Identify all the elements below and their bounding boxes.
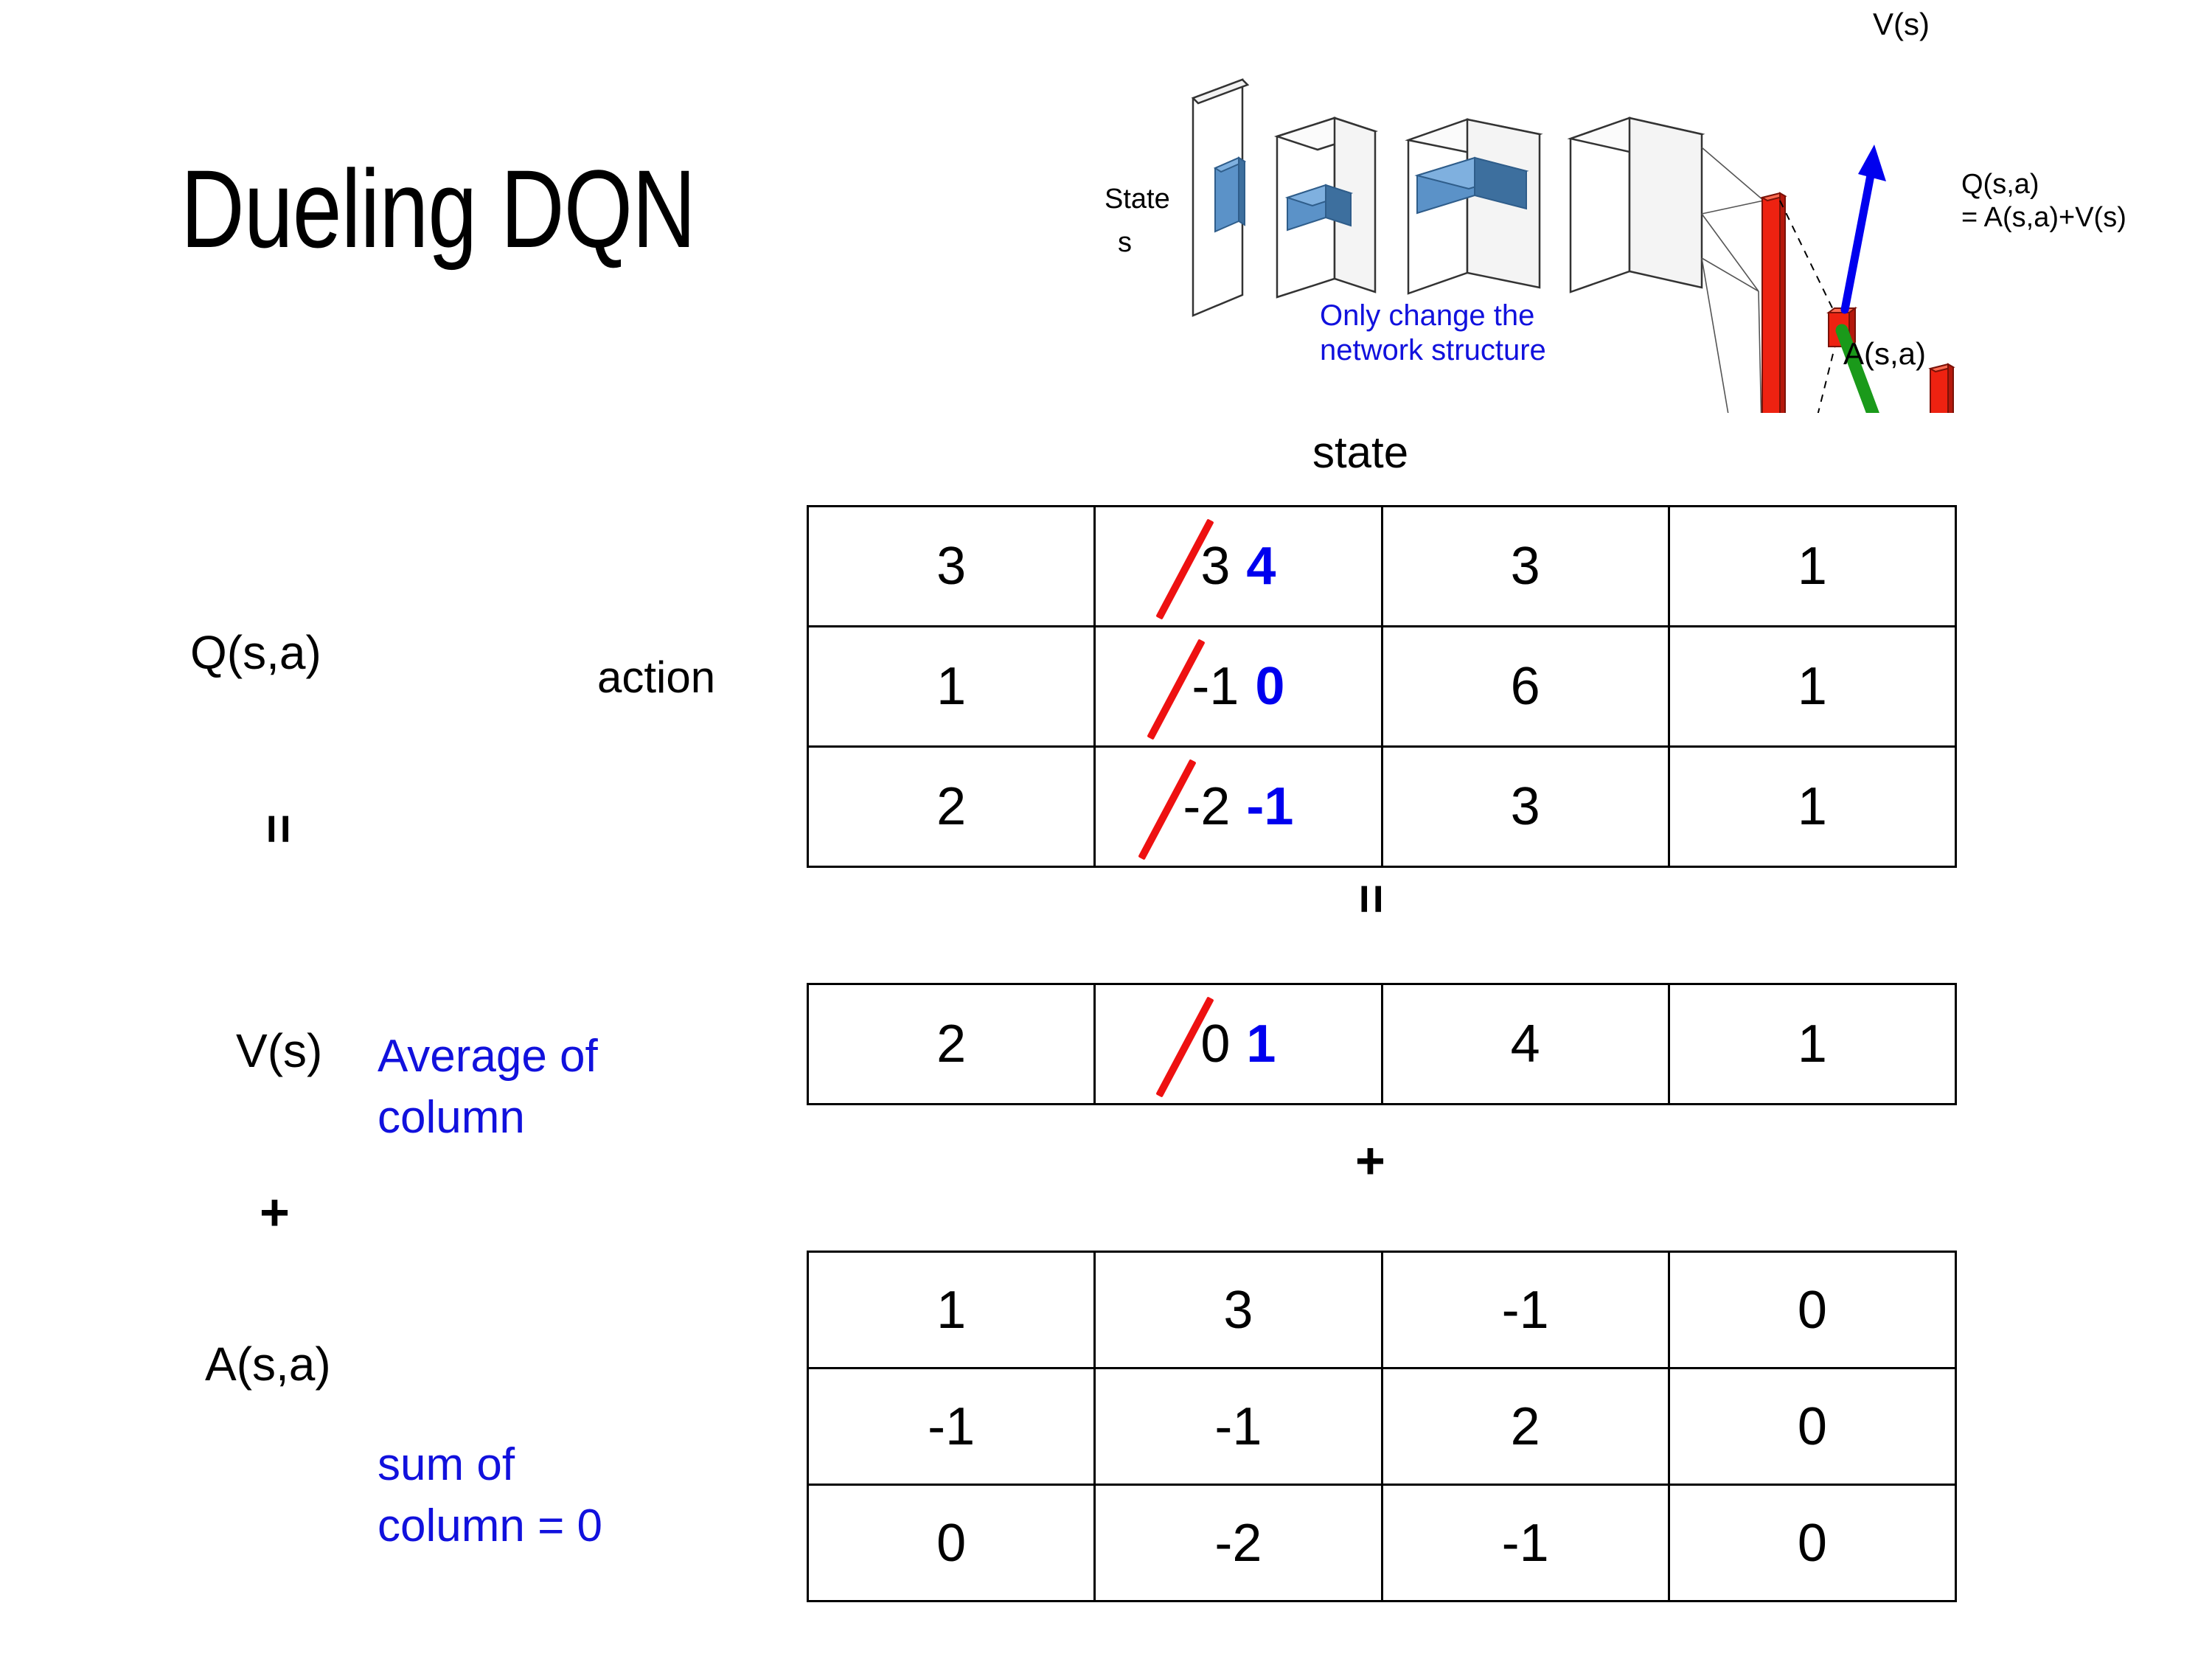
state-axis-header: state: [1312, 428, 1409, 477]
a-cell-r0c3[interactable]: 0: [1667, 1251, 1958, 1369]
conv-block-3-icon: [1567, 116, 1705, 293]
table-row: 1 3 -1 0: [806, 1251, 1958, 1369]
dueling-network-diagram: [1091, 0, 2212, 413]
input-receptive-field-icon: [1213, 156, 1247, 233]
q-cell-r1c3[interactable]: 1: [1667, 625, 1958, 748]
merge-lines-icon: [1835, 324, 1879, 413]
q-cell-r1c2[interactable]: 6: [1380, 625, 1670, 748]
a-row-label: A(s,a): [205, 1338, 331, 1391]
a-cell-r1c0[interactable]: -1: [806, 1367, 1096, 1486]
average-of-column-annotation: Average of column: [378, 1031, 598, 1144]
q-cell-r2c0[interactable]: 2: [806, 745, 1096, 868]
table-row: 1 -1 0 6 1: [806, 625, 1958, 748]
sum-annotation-line2: column = 0: [378, 1500, 603, 1552]
q-cell-r2c2[interactable]: 3: [1380, 745, 1670, 868]
v-stream-output-label: V(s): [1873, 7, 1930, 41]
q-cell-r1c1-edited[interactable]: -1 0: [1093, 625, 1383, 748]
action-axis-label: action: [597, 653, 716, 702]
table-row: 0 -2 -1 0: [806, 1484, 1958, 1602]
v-cell-c0[interactable]: 2: [806, 983, 1096, 1105]
q-output-label-line1: Q(s,a): [1961, 169, 2039, 200]
sum-of-column-annotation: sum of column = 0: [378, 1439, 602, 1552]
value-aggregation-dashed-lines: [1779, 200, 1838, 413]
q-cell-r0c3[interactable]: 1: [1667, 505, 1958, 627]
a-cell-r0c0[interactable]: 1: [806, 1251, 1096, 1369]
struck-value-wrapper: -1 0: [1192, 656, 1284, 717]
q-cell-r0c1-new-value: 4: [1246, 537, 1276, 596]
average-annotation-line2: column: [378, 1092, 525, 1144]
a-cell-r2c2[interactable]: -1: [1380, 1484, 1670, 1602]
v-row-label: V(s): [236, 1024, 323, 1077]
network-structure-note: Only change the network structure: [1320, 299, 1546, 368]
stream-connector-lines: [1701, 147, 1764, 413]
equals-left-glyph: =: [250, 813, 308, 844]
v-cell-c1-new-value: 1: [1246, 1015, 1276, 1074]
table-row: -1 -1 2 0: [806, 1367, 1958, 1486]
q-cell-r1c0[interactable]: 1: [806, 625, 1096, 748]
page-title: Dueling DQN: [181, 147, 696, 271]
sum-annotation-line1: sum of: [378, 1439, 515, 1490]
q-output-bar-icon: [1928, 363, 1955, 413]
q-cell-r1c1-old-value: -1: [1192, 657, 1239, 716]
q-output-label-line2: = A(s,a)+V(s): [1961, 201, 2126, 233]
advantage-table: 1 3 -1 0 -1 -1 2 0 0 -2 -1 0: [806, 1251, 1958, 1602]
q-cell-r0c1-old-value: 3: [1200, 537, 1231, 596]
a-stream-output-label: A(s,a): [1843, 336, 1927, 371]
note-line2: network structure: [1320, 334, 1546, 367]
v-value-table: 2 0 1 4 1: [806, 983, 1958, 1105]
a-cell-r2c1[interactable]: -2: [1093, 1484, 1383, 1602]
equals-mid-glyph: =: [1343, 883, 1401, 914]
q-cell-r0c2[interactable]: 3: [1380, 505, 1670, 627]
table-row: 2 0 1 4 1: [806, 983, 1958, 1105]
state-label-line1: State: [1105, 184, 1170, 215]
q-cell-r2c1-edited[interactable]: -2 -1: [1093, 745, 1383, 868]
state-input-label: State s: [1105, 183, 1170, 260]
a-cell-r0c1[interactable]: 3: [1093, 1251, 1383, 1369]
equals-left-q-v: =: [251, 800, 308, 858]
average-annotation-line1: Average of: [378, 1031, 598, 1082]
q-row-label: Q(s,a): [190, 626, 321, 679]
q-cell-r1c1-new-value: 0: [1255, 657, 1285, 716]
struck-value-wrapper: 0 1: [1200, 1014, 1276, 1074]
a-cell-r1c1[interactable]: -1: [1093, 1367, 1383, 1486]
a-cell-r1c3[interactable]: 0: [1667, 1367, 1958, 1486]
a-cell-r2c0[interactable]: 0: [806, 1484, 1096, 1602]
struck-value-wrapper: -2 -1: [1183, 776, 1293, 837]
v-cell-c1-old-value: 0: [1200, 1015, 1231, 1074]
value-stream-bar-icon: [1760, 192, 1787, 413]
q-cell-r2c3[interactable]: 1: [1667, 745, 1958, 868]
v-cell-c1-edited[interactable]: 0 1: [1093, 983, 1383, 1105]
a-cell-r0c2[interactable]: -1: [1380, 1251, 1670, 1369]
network-diagram-svg: [1191, 78, 1955, 413]
table-row: 3 3 4 3 1: [806, 505, 1958, 627]
plus-between-v-and-a: +: [1355, 1132, 1385, 1189]
plus-left-v-a: +: [260, 1183, 290, 1241]
a-cell-r2c3[interactable]: 0: [1667, 1484, 1958, 1602]
q-cell-r0c1-edited[interactable]: 3 4: [1093, 505, 1383, 627]
conv-2-feature-map-icon: [1414, 156, 1529, 215]
q-cell-r0c0[interactable]: 3: [806, 505, 1096, 627]
struck-value-wrapper: 3 4: [1200, 536, 1276, 597]
q-output-label: Q(s,a) = A(s,a)+V(s): [1961, 168, 2126, 234]
a-cell-r1c2[interactable]: 2: [1380, 1367, 1670, 1486]
value-output-arrow-icon: [1840, 145, 1886, 314]
q-value-table: 3 3 4 3 1 1 -1 0 6: [806, 505, 1958, 868]
table-row: 2 -2 -1 3 1: [806, 745, 1958, 868]
equals-between-q-and-v: =: [1343, 870, 1401, 928]
conv-1-feature-map-icon: [1284, 184, 1354, 232]
v-cell-c2[interactable]: 4: [1380, 983, 1670, 1105]
v-cell-c3[interactable]: 1: [1667, 983, 1958, 1105]
note-line1: Only change the: [1320, 299, 1535, 332]
state-label-line2: s: [1118, 226, 1132, 258]
q-cell-r2c1-old-value: -2: [1183, 777, 1231, 836]
q-cell-r2c1-new-value: -1: [1246, 777, 1294, 836]
